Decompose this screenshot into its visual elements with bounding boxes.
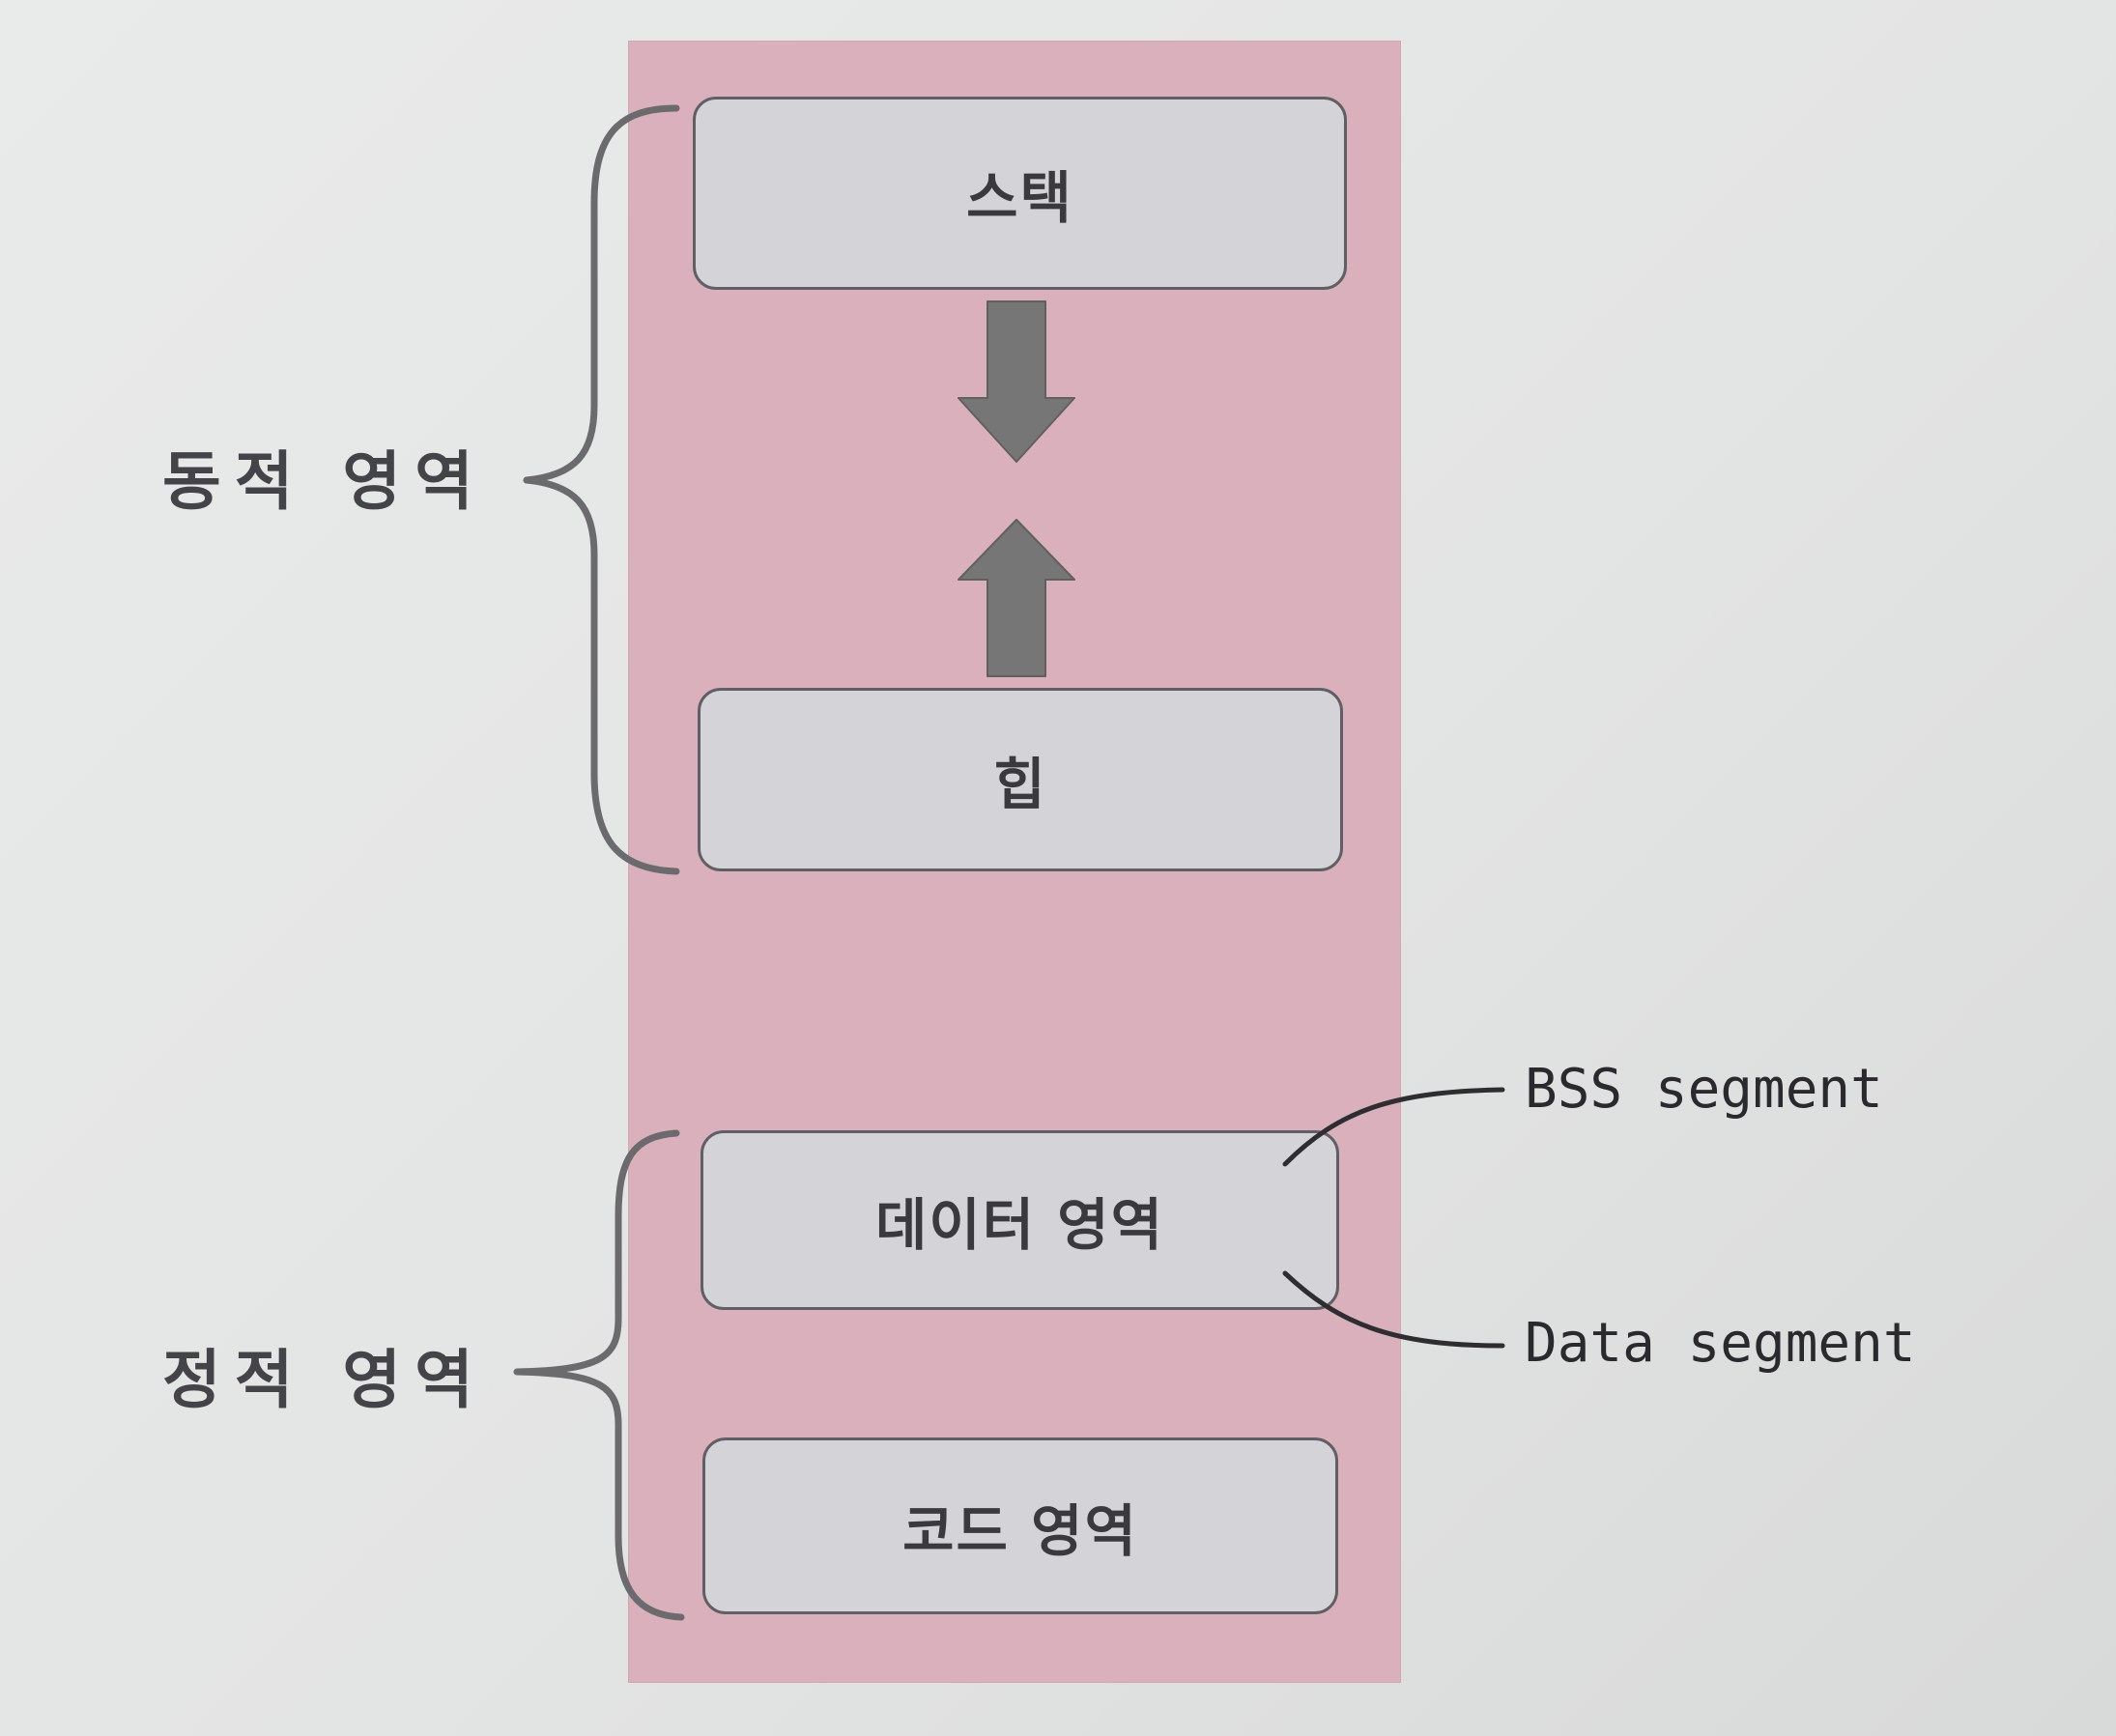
code-region: 코드 영역	[702, 1437, 1338, 1614]
heap-region-label: 힙	[993, 752, 1047, 817]
stack-region: 스택	[693, 97, 1347, 290]
data-region: 데이터 영역	[701, 1130, 1339, 1310]
dynamic-region-label: 동적 영역	[162, 444, 487, 519]
data-region-label: 데이터 영역	[875, 1192, 1164, 1258]
data-segment-label: Data segment	[1525, 1312, 1916, 1375]
heap-region: 힙	[698, 688, 1343, 871]
code-region-label: 코드 영역	[902, 1497, 1138, 1564]
stack-region-label: 스택	[966, 165, 1073, 231]
static-region-label: 정적 영역	[162, 1343, 487, 1417]
bss-segment-label: BSS segment	[1525, 1058, 1883, 1121]
